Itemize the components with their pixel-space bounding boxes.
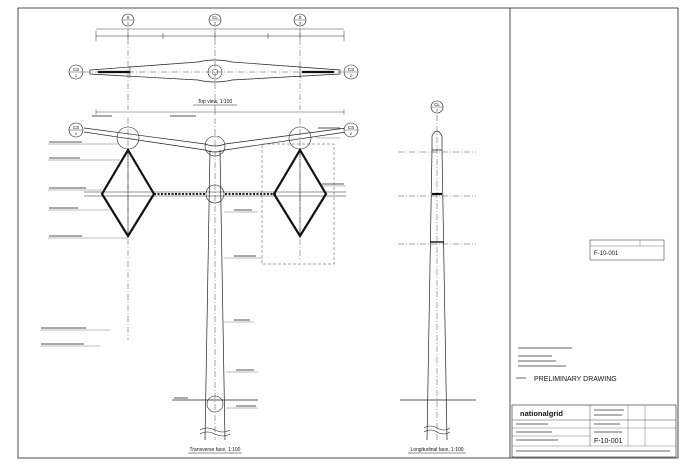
svg-text:CS: CS: [348, 125, 354, 130]
svg-text:1: 1: [75, 131, 78, 136]
svg-text:2: 2: [436, 108, 439, 113]
gridline-cl2-longitudinal-bubble: CL 2: [430, 100, 444, 114]
gridline-s1-bubble: S 1: [121, 13, 135, 27]
drawing-number-bottom: F-10-001: [594, 438, 623, 445]
svg-text:1: 1: [75, 73, 78, 78]
svg-text:CL: CL: [434, 102, 440, 107]
top-view-title: Top view, 1:100: [198, 99, 233, 105]
cs2-marker-transverse: CS 2: [343, 122, 359, 138]
svg-text:2: 2: [350, 73, 353, 78]
svg-text:CS: CS: [348, 67, 354, 72]
svg-text:1: 1: [127, 21, 130, 26]
cs2-marker-top: CS 2: [343, 64, 359, 80]
svg-text:CS: CS: [73, 67, 79, 72]
transverse-face: [40, 109, 347, 441]
svg-text:S: S: [126, 15, 129, 20]
longitudinal-view-title: Longitudinal face, 1:100: [410, 447, 463, 453]
drawing-number-top: F-10-001: [594, 251, 619, 257]
cs1-marker-top: CS 1: [68, 64, 84, 80]
longitudinal-face: [398, 115, 476, 441]
status-label: PRELIMINARY DRAWING: [534, 376, 617, 383]
title-block: [511, 239, 677, 458]
svg-text:CL: CL: [212, 15, 218, 20]
notes-fine-print: [516, 347, 670, 452]
cs1-marker-transverse: CS 1: [68, 122, 84, 138]
svg-text:S: S: [298, 15, 301, 20]
svg-text:2: 2: [350, 131, 353, 136]
svg-text:2: 2: [214, 21, 217, 26]
transverse-annotations: [41, 115, 344, 407]
sheet-border: [17, 7, 679, 459]
company-logo-text: nationalgrid: [520, 409, 563, 418]
gridline-s3-bubble: S 3: [293, 13, 307, 27]
top-view: [84, 28, 345, 110]
transverse-view-title: Transverse face, 1:100: [190, 447, 241, 453]
gridline-cl2-bubble: CL 2: [208, 13, 222, 27]
svg-text:3: 3: [299, 21, 302, 26]
svg-text:CS: CS: [73, 125, 79, 130]
